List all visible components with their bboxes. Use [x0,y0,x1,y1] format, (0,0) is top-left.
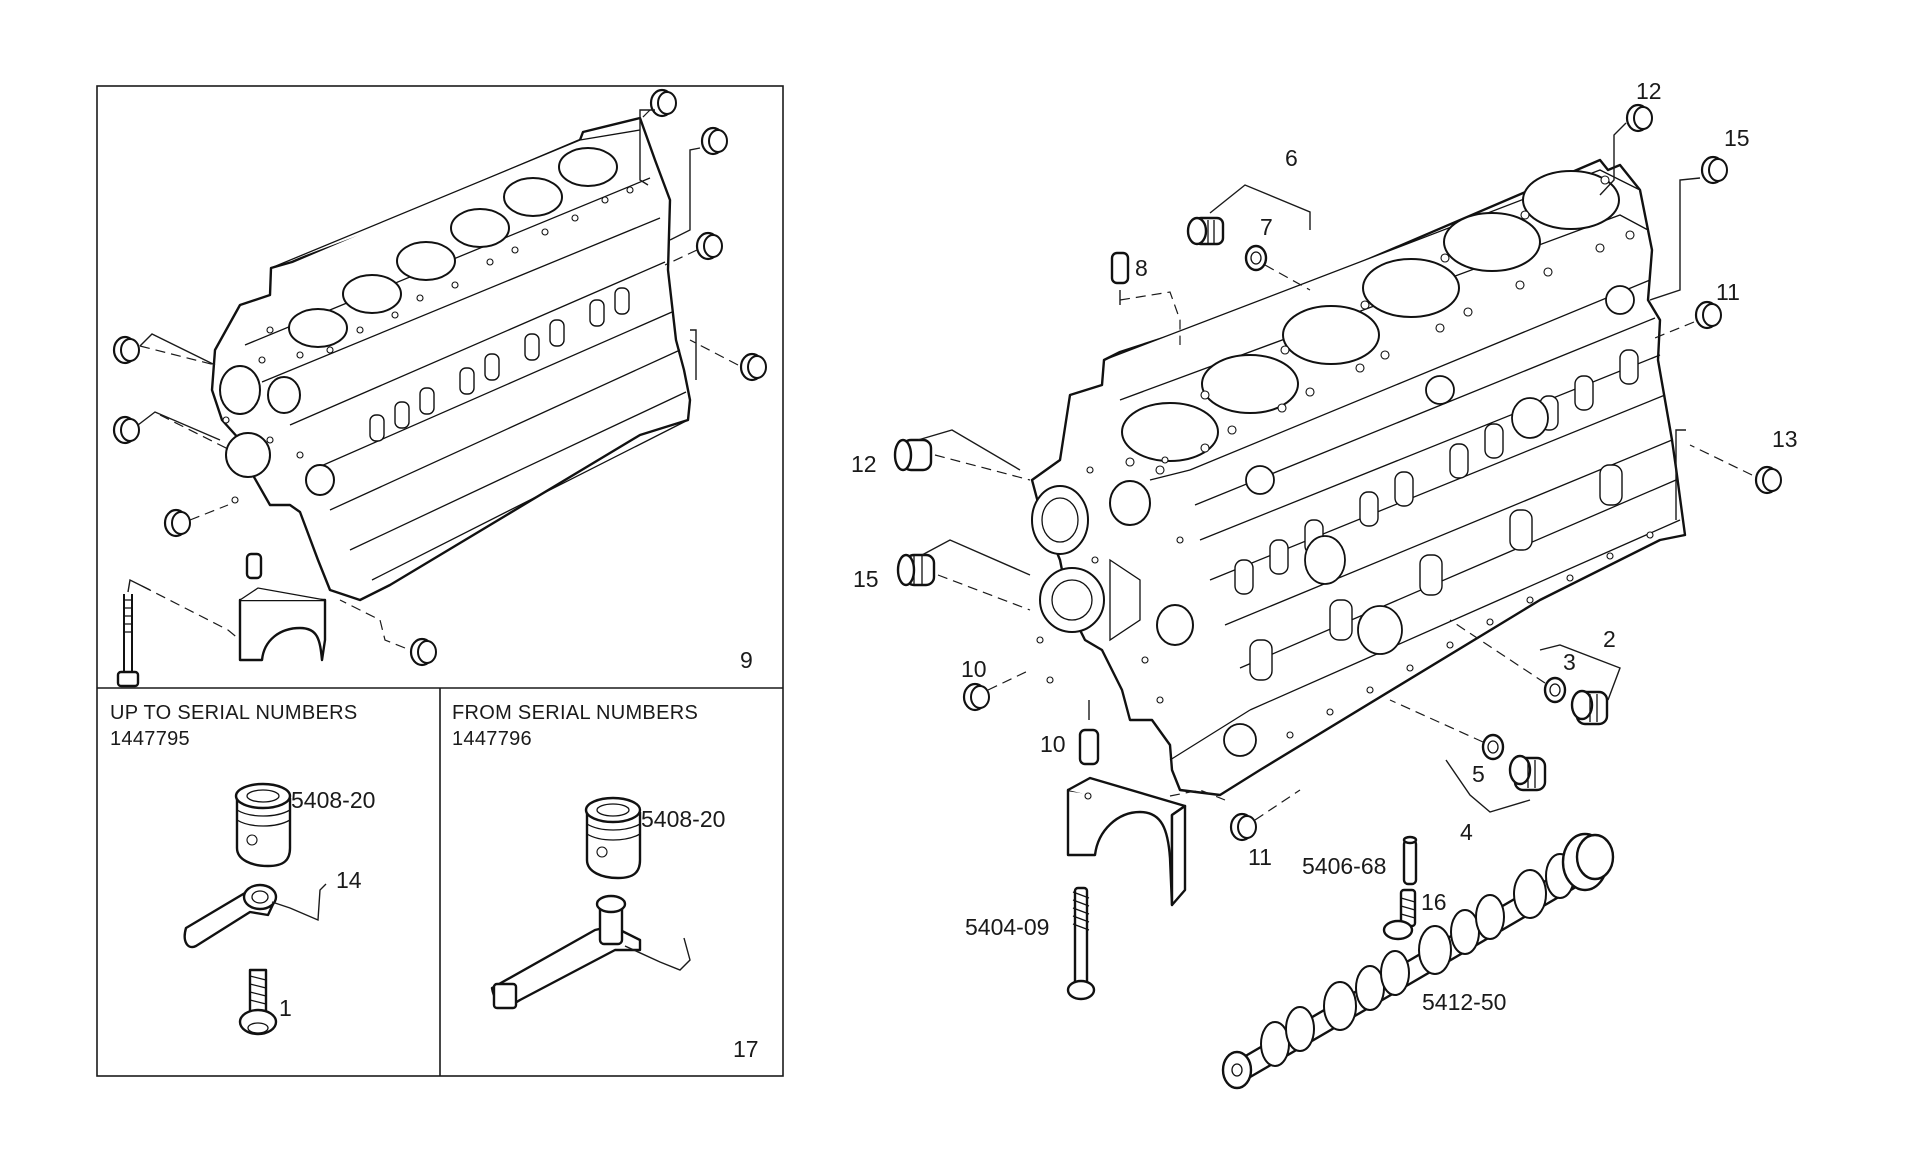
small-engine-block: 9 [112,88,768,688]
plug-4 [1508,754,1547,792]
callout-16: 16 [1421,889,1447,915]
piston-old [234,782,292,868]
callout-1: 1 [279,995,292,1021]
variant-new-header: FROM SERIAL NUMBERS [452,702,698,724]
callout-5404-09: 5404-09 [965,914,1049,940]
callout-5412-50: 5412-50 [1422,989,1506,1015]
callout-11-bottom: 11 [1248,844,1272,870]
banjo-bolt-old [238,968,278,1036]
main-callouts: 12 15 6 7 8 11 13 12 15 2 3 10 10 5 4 11… [851,78,1798,1015]
piston-cooling-nozzle-old [183,883,327,949]
callout-5408-20-old: 5408-20 [291,787,375,813]
callout-14: 14 [336,867,362,893]
callout-7: 7 [1260,214,1273,240]
callout-9: 9 [740,647,753,673]
camshaft [1221,832,1615,1090]
plug-12-left [893,438,933,472]
callout-6: 6 [1285,145,1298,171]
plug-15-left [896,553,936,587]
callout-11-right: 11 [1716,279,1740,305]
callout-12-left: 12 [851,451,877,477]
piston-new [584,796,642,880]
variant-new-serial: 1447796 [452,728,532,750]
main-peripheral-parts [893,103,1783,1090]
variant-new-section: FROM SERIAL NUMBERS 1447796 5408-20 17 [452,702,759,1062]
piston-cooling-nozzle-new [490,894,691,1010]
callout-10-mid: 10 [1040,731,1066,757]
variant-old-header: UP TO SERIAL NUMBERS [110,702,358,724]
main-bearing-cap [1066,776,1187,907]
threaded-plug-6 [1186,216,1225,246]
callout-4: 4 [1460,819,1473,845]
left-panel [96,85,784,1077]
callout-17: 17 [733,1036,759,1062]
bolt-5404-09 [1066,886,1096,1001]
callout-12-top: 12 [1636,78,1662,104]
plug-2 [1570,689,1609,726]
main-engine-block [1030,158,1687,797]
callout-5406-68: 5406-68 [1302,853,1386,879]
callout-10-left: 10 [961,656,987,682]
callout-3: 3 [1563,649,1576,675]
callout-8: 8 [1135,255,1148,281]
variant-old-serial: 1447795 [110,728,190,750]
variant-old-section: UP TO SERIAL NUMBERS 1447795 5408-20 14 … [110,702,375,1036]
callout-5408-20-new: 5408-20 [641,806,725,832]
callout-15-left: 15 [853,566,879,592]
pin-5406-68 [1402,835,1418,886]
callout-13: 13 [1772,426,1798,452]
callout-5: 5 [1472,761,1485,787]
bolt-16 [1382,888,1417,941]
callout-15-top: 15 [1724,125,1750,151]
callout-2: 2 [1603,626,1616,652]
